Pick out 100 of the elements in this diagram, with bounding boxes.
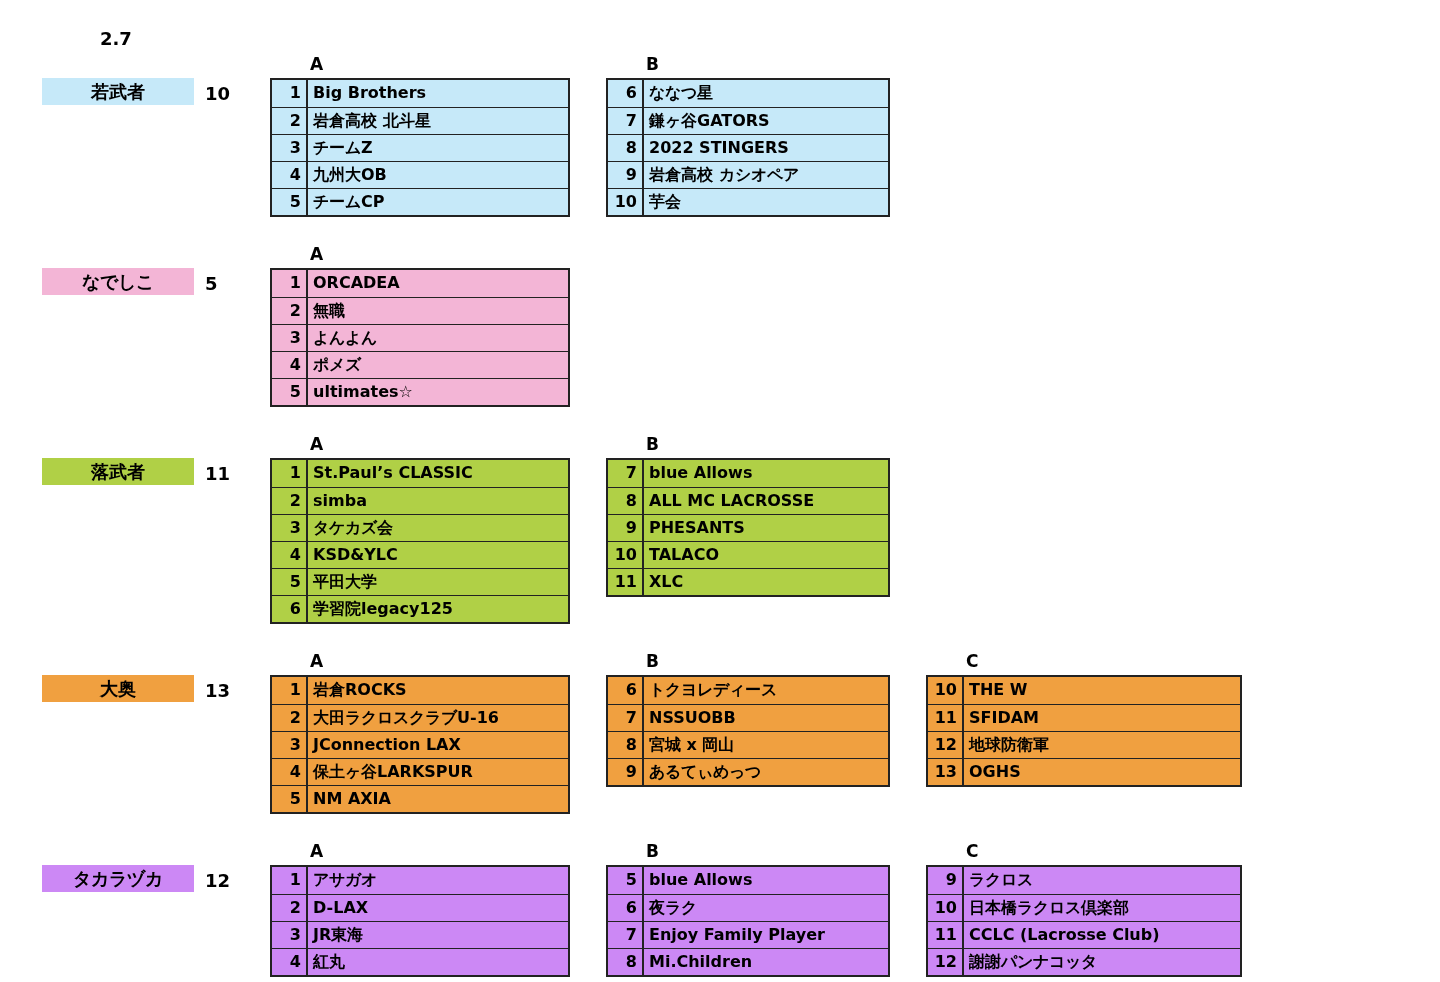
team-name: 宮城 x 岡山 bbox=[648, 734, 735, 756]
row-number: 10 bbox=[928, 895, 964, 921]
row-number: 3 bbox=[272, 732, 308, 758]
row-number: 10 bbox=[608, 189, 644, 215]
row-number: 11 bbox=[608, 569, 644, 595]
row-number: 1 bbox=[272, 80, 308, 107]
group-letter: B bbox=[646, 651, 659, 671]
row-number: 9 bbox=[928, 867, 964, 894]
row-number: 6 bbox=[608, 677, 644, 704]
row-number: 8 bbox=[608, 732, 644, 758]
row-number: 4 bbox=[272, 542, 308, 568]
team-name: 芋会 bbox=[648, 191, 681, 213]
team-name: blue Allows bbox=[648, 869, 753, 891]
team-count: 12 bbox=[205, 869, 231, 893]
team-name: 紅丸 bbox=[311, 951, 345, 973]
team-name: OGHS bbox=[968, 761, 1021, 783]
team-name: トクヨレディース bbox=[648, 679, 777, 701]
team-name: ALL MC LACROSSE bbox=[648, 490, 815, 512]
row-number: 7 bbox=[608, 460, 644, 487]
group-letter: B bbox=[646, 54, 659, 74]
team-name: NSSUOBB bbox=[648, 707, 736, 729]
group-letter: C bbox=[966, 651, 979, 671]
team-name: 平田大学 bbox=[312, 571, 377, 593]
row-number: 3 bbox=[272, 515, 308, 541]
team-name: ポメズ bbox=[312, 354, 361, 376]
group-letter: B bbox=[646, 434, 659, 454]
team-name: チームCP bbox=[312, 191, 385, 213]
category-band: 落武者 bbox=[42, 458, 194, 485]
team-name: JR東海 bbox=[311, 924, 364, 946]
category-band: なでしこ bbox=[42, 268, 194, 295]
row-number: 4 bbox=[272, 759, 308, 785]
team-name: blue Allows bbox=[648, 462, 753, 484]
row-number: 4 bbox=[272, 949, 308, 975]
row-number: 13 bbox=[928, 759, 964, 785]
team-name: 無職 bbox=[312, 300, 345, 322]
team-name: SFIDAM bbox=[968, 707, 1039, 729]
row-number: 5 bbox=[272, 786, 308, 812]
team-name: JConnection LAX bbox=[311, 734, 461, 756]
team-count: 10 bbox=[205, 82, 231, 106]
team-name: 謝謝パンナコッタ bbox=[968, 951, 1097, 973]
row-number: 1 bbox=[272, 270, 308, 297]
team-name: 日本橋ラクロス倶楽部 bbox=[968, 897, 1129, 919]
row-number: 6 bbox=[272, 596, 308, 622]
row-number: 3 bbox=[272, 135, 308, 161]
team-name: 夜ラク bbox=[648, 897, 697, 919]
team-name: 九州大OB bbox=[312, 164, 387, 186]
row-number: 4 bbox=[272, 352, 308, 378]
row-number: 5 bbox=[272, 189, 308, 215]
group-letter: A bbox=[310, 651, 324, 671]
group-letter: B bbox=[646, 841, 659, 861]
team-name: タケカズ会 bbox=[312, 517, 393, 539]
team-name: XLC bbox=[648, 571, 684, 593]
team-name: 学習院legacy125 bbox=[312, 598, 453, 620]
row-number: 9 bbox=[608, 162, 644, 188]
team-name: アサガオ bbox=[312, 869, 377, 891]
row-number: 7 bbox=[608, 922, 644, 948]
team-name: 岩倉高校 北斗星 bbox=[312, 110, 431, 132]
row-number: 8 bbox=[608, 488, 644, 514]
team-name: 保土ヶ谷LARKSPUR bbox=[311, 761, 473, 783]
row-number: 2 bbox=[272, 108, 308, 134]
row-number: 1 bbox=[272, 867, 308, 894]
category-band: 若武者 bbox=[42, 78, 194, 105]
row-number: 2 bbox=[272, 298, 308, 324]
row-number: 12 bbox=[928, 732, 964, 758]
row-number: 8 bbox=[608, 949, 644, 975]
group-letter: A bbox=[310, 434, 324, 454]
row-number: 7 bbox=[608, 108, 644, 134]
group-letter: A bbox=[310, 244, 324, 264]
row-number: 12 bbox=[928, 949, 964, 975]
team-name: 岩倉ROCKS bbox=[312, 679, 407, 701]
team-name: simba bbox=[312, 490, 367, 512]
team-name: 岩倉高校 カシオペア bbox=[648, 164, 799, 186]
row-number: 2 bbox=[272, 705, 308, 731]
row-number: 4 bbox=[272, 162, 308, 188]
row-number: 9 bbox=[608, 759, 644, 785]
row-number: 7 bbox=[608, 705, 644, 731]
row-number: 11 bbox=[928, 705, 964, 731]
team-name: ultimates☆ bbox=[312, 381, 413, 403]
row-number: 10 bbox=[928, 677, 964, 704]
team-name: よんよん bbox=[312, 327, 377, 349]
team-name: Enjoy Family Player bbox=[648, 924, 825, 946]
team-count: 11 bbox=[205, 462, 231, 486]
team-name: D-LAX bbox=[312, 897, 369, 919]
team-name: TALACO bbox=[648, 544, 719, 566]
team-count: 13 bbox=[205, 679, 231, 703]
team-name: あるてぃめっつ bbox=[648, 761, 761, 783]
row-number: 5 bbox=[608, 867, 644, 894]
row-number: 5 bbox=[272, 379, 308, 405]
team-name: ななつ星 bbox=[648, 82, 713, 104]
row-number: 6 bbox=[608, 80, 644, 107]
row-number: 5 bbox=[272, 569, 308, 595]
row-number: 11 bbox=[928, 922, 964, 948]
row-number: 10 bbox=[608, 542, 644, 568]
date-label: 2.7 bbox=[100, 28, 132, 49]
row-number: 1 bbox=[272, 677, 308, 704]
team-name: 鎌ヶ谷GATORS bbox=[648, 110, 770, 132]
group-letter: C bbox=[966, 841, 979, 861]
group-letter: A bbox=[310, 841, 324, 861]
team-name: PHESANTS bbox=[648, 517, 745, 539]
category-band: 大奥 bbox=[42, 675, 194, 702]
